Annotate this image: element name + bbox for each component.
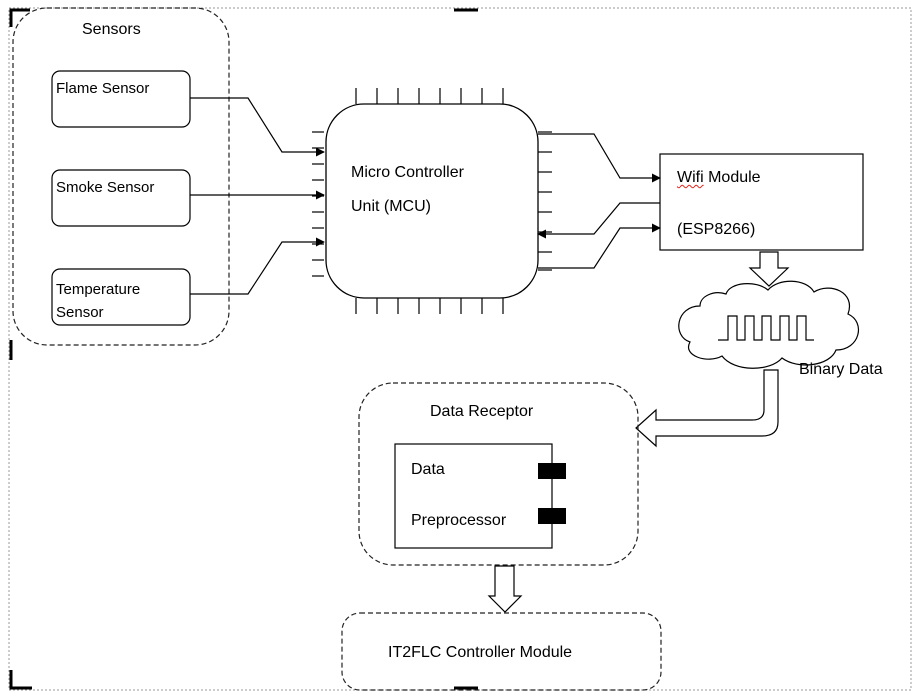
- wifi-word: Wifi: [677, 169, 704, 186]
- mcu-label-line1: Micro Controller: [351, 164, 464, 181]
- wifi-to-cloud-arrow: [748, 251, 790, 287]
- mcu-wifi-connectors: [537, 133, 661, 269]
- port-block-bottom: [538, 508, 566, 524]
- receptor-to-controller-arrow: [487, 565, 523, 613]
- binary-signal-icon: [718, 315, 814, 341]
- mcu-pins: [312, 88, 552, 314]
- temperature-sensor-label-clip: Temperature Sensor: [54, 276, 188, 323]
- mcu-body: [325, 103, 539, 299]
- wifi-module-box: [659, 153, 864, 251]
- flame-sensor-box: [51, 70, 191, 128]
- data-preprocessor-box: [394, 443, 553, 549]
- sensors-group-border: [12, 7, 230, 346]
- smoke-sensor-box: [51, 169, 191, 227]
- frame-corner-marks: [9, 8, 478, 690]
- flame-sensor-label: Flame Sensor: [56, 80, 150, 97]
- cloud-to-receptor-arrow: [635, 369, 779, 448]
- temperature-sensor-label: Temperature Sensor: [56, 281, 141, 321]
- module-word: Module: [703, 169, 761, 186]
- binary-data-label: Binary Data: [799, 361, 883, 378]
- data-preprocessor-line2: Preprocessor: [411, 512, 507, 529]
- mcu-label-line2: Unit (MCU): [351, 198, 431, 215]
- wifi-module-label-line2: (ESP8266): [677, 221, 756, 238]
- sensor-connectors: [190, 97, 325, 295]
- wifi-module-label-line1: Wifi Module: [677, 168, 761, 188]
- binary-data-cloud: [678, 280, 859, 369]
- temperature-sensor-box: [51, 268, 191, 326]
- sensors-group-title: Sensors: [82, 21, 141, 38]
- port-block-top: [538, 463, 566, 479]
- smoke-sensor-label: Smoke Sensor: [56, 179, 155, 196]
- data-receptor-title: Data Receptor: [430, 403, 534, 420]
- controller-module-border: [341, 612, 662, 691]
- controller-module-label: IT2FLC Controller Module: [388, 644, 573, 661]
- data-preprocessor-line1: Data: [411, 461, 445, 478]
- data-receptor-border: [358, 382, 639, 566]
